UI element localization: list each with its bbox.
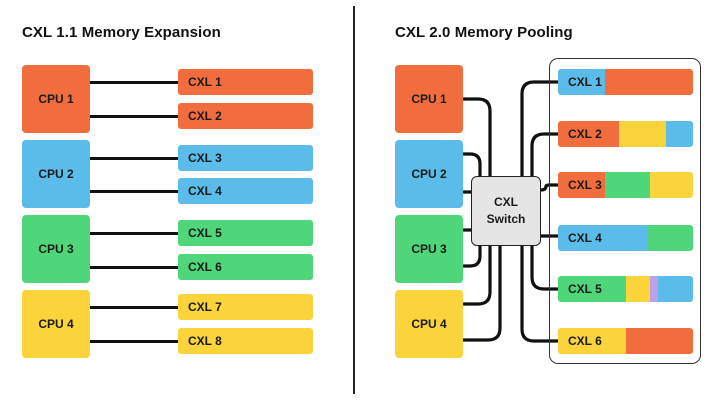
right-cxl-4-segment-2 bbox=[648, 225, 693, 251]
right-cxl-2-segment-1 bbox=[558, 121, 619, 147]
right-cpu-2: CPU 2 bbox=[395, 140, 463, 208]
left-cpu-2: CPU 2 bbox=[22, 140, 90, 208]
right-cxl-1-segment-2 bbox=[605, 69, 693, 95]
right-cxl-3: CXL 3 bbox=[558, 172, 693, 198]
wire-switch-cxl5 bbox=[530, 244, 560, 291]
left-cxl-7: CXL 7 bbox=[178, 294, 313, 320]
left-cpu-1: CPU 1 bbox=[22, 65, 90, 133]
wire-cpu1-switch bbox=[461, 97, 492, 178]
right-cxl-1-label: CXL 1 bbox=[568, 75, 602, 89]
left-wire-6 bbox=[90, 265, 178, 269]
left-wire-4 bbox=[90, 189, 178, 193]
right-cxl-3-segment-3 bbox=[649, 172, 693, 198]
cxl-switch-label-line1: CXL bbox=[494, 195, 518, 209]
right-cxl-2-segment-3 bbox=[666, 121, 693, 147]
right-cxl-3-label: CXL 3 bbox=[568, 178, 602, 192]
cxl-switch-label-line2: Switch bbox=[486, 212, 526, 226]
right-cxl-2-label: CXL 2 bbox=[568, 127, 602, 141]
left-cxl-3: CXL 3 bbox=[178, 145, 313, 171]
wire-cpu4b-switch bbox=[461, 244, 502, 342]
right-cxl-5-label: CXL 5 bbox=[568, 282, 602, 296]
memory-pool-frame bbox=[549, 58, 701, 364]
right-cpu-4: CPU 4 bbox=[395, 290, 463, 358]
right-cxl-1-segment-1 bbox=[558, 69, 606, 95]
left-wire-3 bbox=[90, 156, 178, 160]
right-cxl-5-segment-3 bbox=[649, 276, 658, 302]
left-cxl-6: CXL 6 bbox=[178, 254, 313, 280]
wire-switch-cxl2 bbox=[530, 132, 560, 178]
right-cxl-5-segment-4 bbox=[657, 276, 693, 302]
left-cxl-5: CXL 5 bbox=[178, 220, 313, 246]
left-wire-8 bbox=[90, 339, 178, 343]
wire-cpu4a-switch bbox=[461, 244, 492, 306]
cxl-switch: CXL Switch bbox=[471, 176, 541, 246]
left-cpu-4: CPU 4 bbox=[22, 290, 90, 358]
right-cxl-4: CXL 4 bbox=[558, 225, 693, 251]
right-panel-title: CXL 2.0 Memory Pooling bbox=[395, 24, 573, 41]
left-wire-7 bbox=[90, 305, 178, 309]
left-panel-title: CXL 1.1 Memory Expansion bbox=[22, 24, 221, 41]
right-cxl-6: CXL 6 bbox=[558, 328, 693, 354]
right-cpu-3: CPU 3 bbox=[395, 215, 463, 283]
right-cxl-1: CXL 1 bbox=[558, 69, 693, 95]
left-cxl-2: CXL 2 bbox=[178, 103, 313, 129]
right-cxl-6-segment-2 bbox=[625, 328, 693, 354]
left-wire-5 bbox=[90, 231, 178, 235]
right-cxl-3-segment-2 bbox=[605, 172, 650, 198]
right-cxl-5-segment-2 bbox=[625, 276, 650, 302]
right-cpu-1: CPU 1 bbox=[395, 65, 463, 133]
right-cxl-5: CXL 5 bbox=[558, 276, 693, 302]
right-cxl-4-segment-1 bbox=[558, 225, 649, 251]
left-cpu-3: CPU 3 bbox=[22, 215, 90, 283]
wire-cpu3b-switch bbox=[461, 240, 482, 268]
right-cxl-3-segment-1 bbox=[558, 172, 606, 198]
right-cxl-2: CXL 2 bbox=[558, 121, 693, 147]
right-cxl-4-label: CXL 4 bbox=[568, 231, 602, 245]
right-cxl-5-segment-1 bbox=[558, 276, 626, 302]
wire-switch-cxl6 bbox=[520, 244, 560, 343]
panel-divider bbox=[353, 6, 355, 394]
right-cxl-2-segment-2 bbox=[618, 121, 666, 147]
right-cxl-6-segment-1 bbox=[558, 328, 626, 354]
right-cxl-6-label: CXL 6 bbox=[568, 334, 602, 348]
wire-cpu2a-switch bbox=[461, 152, 482, 184]
left-wire-2 bbox=[90, 114, 178, 118]
wire-switch-cxl3 bbox=[539, 183, 560, 192]
wire-switch-cxl1 bbox=[520, 80, 560, 178]
left-cxl-1: CXL 1 bbox=[178, 69, 313, 95]
left-cxl-4: CXL 4 bbox=[178, 178, 313, 204]
left-wire-1 bbox=[90, 80, 178, 84]
left-cxl-8: CXL 8 bbox=[178, 328, 313, 354]
